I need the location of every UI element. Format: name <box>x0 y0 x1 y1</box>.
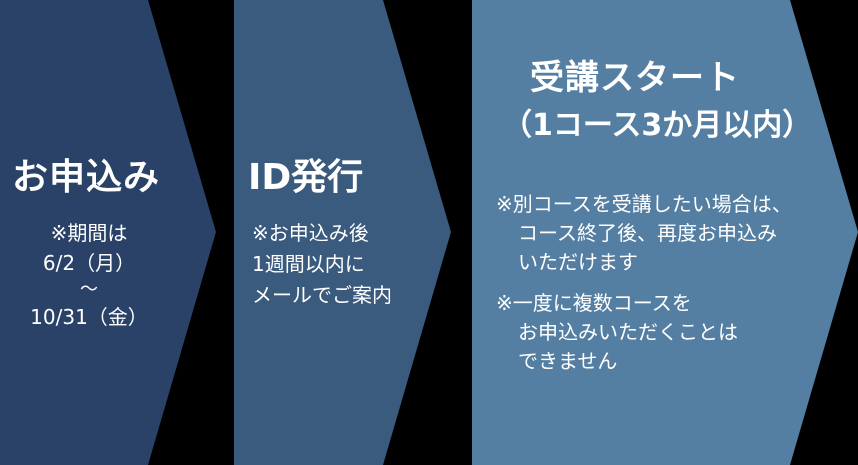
step2-note: ※お申込み後 1週間以内に メールでご案内 <box>252 218 392 311</box>
step3-note-line: できません <box>518 349 618 373</box>
step3-note-line: いただけます <box>518 250 638 274</box>
step3-note-line: ※一度に複数コースを <box>496 291 692 315</box>
step2-title: ID発行 <box>248 157 364 198</box>
step2-line: ※お申込み後 <box>252 221 369 245</box>
step-course-start: 受講スタート （1コース3か月以内） ※別コースを受講したい場合は、 コース終了… <box>472 0 812 465</box>
step1-line: 6/2（月） <box>42 251 136 275</box>
step-application: お申込み ※期間は 6/2（月） ～ 10/31（金） <box>0 0 200 465</box>
step3-notes: ※別コースを受講したい場合は、 コース終了後、再度お申込み いただけます ※一度… <box>496 190 792 388</box>
step1-chevron <box>0 0 216 465</box>
step-id-issue: ID発行 ※お申込み後 1週間以内に メールでご案内 <box>234 0 434 465</box>
step3-note-line: ※別コースを受講したい場合は、 <box>496 192 792 216</box>
step3-note-line: コース終了後、再度お申込み <box>518 221 777 245</box>
step3-subtitle: （1コース3か月以内） <box>502 108 813 143</box>
step3-note-item: ※一度に複数コースを お申込みいただくことは できません <box>496 289 792 376</box>
step1-title: お申込み <box>12 157 161 198</box>
step1-line: ～ <box>80 279 98 300</box>
step2-chevron <box>234 0 451 465</box>
step1-line: ※期間は <box>50 221 128 245</box>
step2-line: メールでご案内 <box>252 283 392 307</box>
step1-period: ※期間は 6/2（月） ～ 10/31（金） <box>0 218 178 332</box>
step3-note-item: ※別コースを受講したい場合は、 コース終了後、再度お申込み いただけます <box>496 190 792 277</box>
step1-line: 10/31（金） <box>30 305 148 329</box>
step3-note-line: お申込みいただくことは <box>518 320 738 344</box>
step3-chevron <box>472 0 858 465</box>
step2-line: 1週間以内に <box>252 252 365 276</box>
step3-title: 受講スタート <box>530 58 740 98</box>
